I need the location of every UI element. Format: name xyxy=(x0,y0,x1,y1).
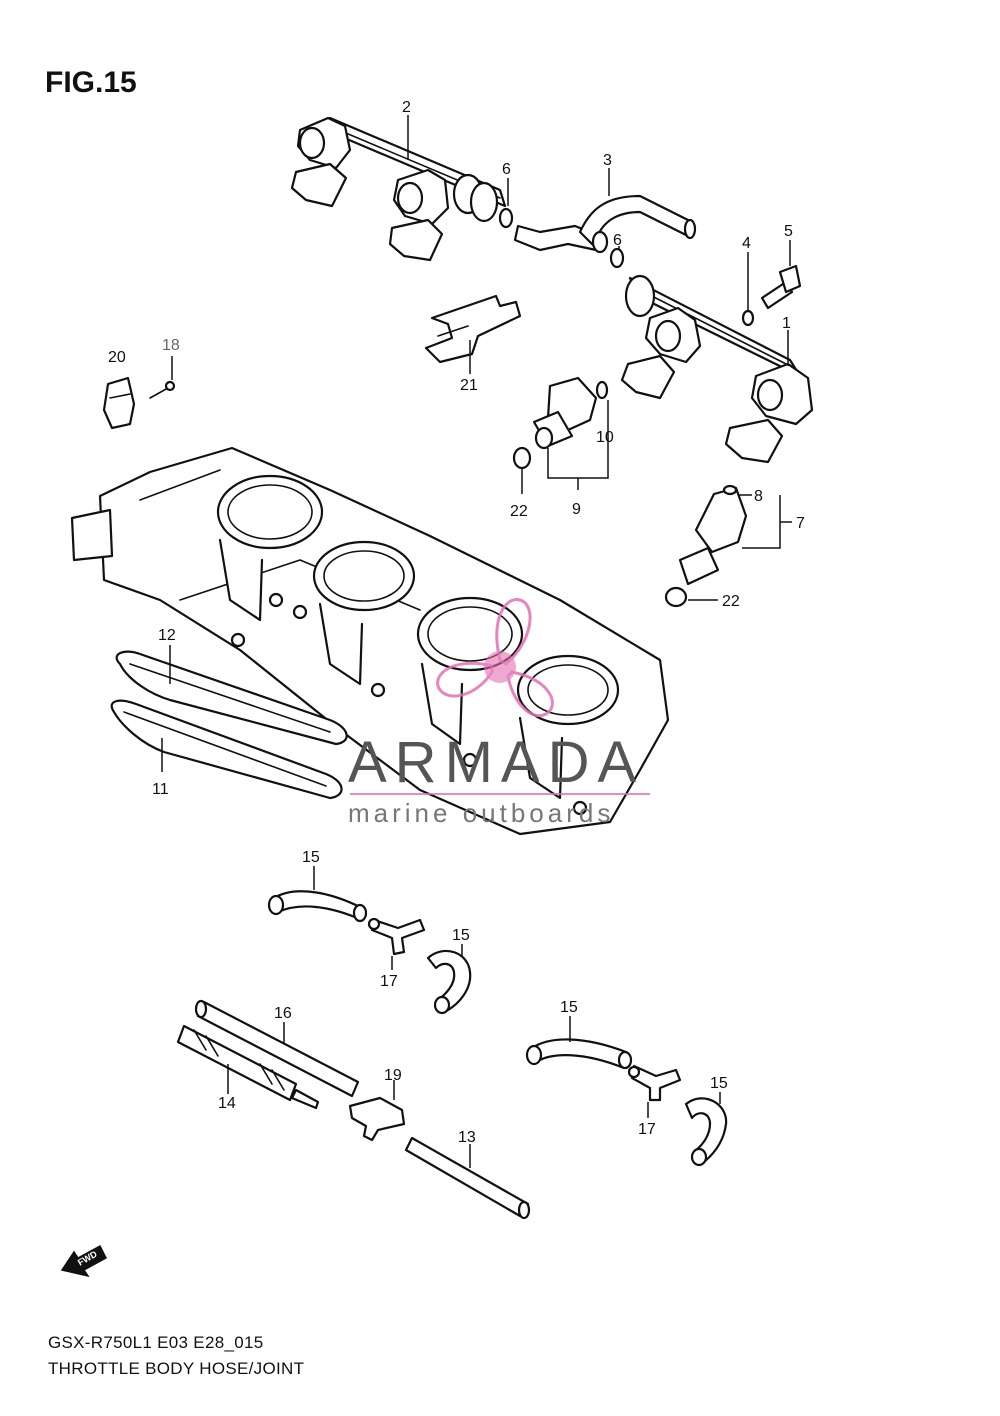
fuel-injector-icon xyxy=(678,486,748,586)
callout-22b: 22 xyxy=(722,593,740,610)
o-ring-icon xyxy=(595,380,609,400)
callout-4: 4 xyxy=(742,235,751,252)
callout-13: 13 xyxy=(458,1129,476,1146)
fuel-rail-upper-icon xyxy=(290,116,507,262)
callout-5: 5 xyxy=(784,223,793,240)
callout-12: 12 xyxy=(158,627,176,644)
figure-name: THROTTLE BODY HOSE/JOINT xyxy=(48,1359,304,1378)
callout-17b: 17 xyxy=(638,1121,656,1138)
bolt-icon xyxy=(760,264,802,310)
callout-8: 8 xyxy=(754,488,763,505)
seal-icon xyxy=(664,586,688,608)
filter-hose-icon xyxy=(176,1024,320,1110)
callout-3: 3 xyxy=(603,152,612,169)
callout-9: 9 xyxy=(572,501,581,518)
fuel-rail-lower-icon xyxy=(620,274,814,464)
sensor-icon xyxy=(102,376,136,430)
callout-1: 1 xyxy=(782,315,791,332)
hose-icon xyxy=(525,1038,633,1070)
watermark-tagline: marine outboards xyxy=(348,798,614,828)
o-ring-icon xyxy=(498,207,514,229)
o-ring-icon xyxy=(722,484,738,496)
gasket-icon xyxy=(115,650,348,746)
o-ring-icon xyxy=(609,247,625,269)
callout-7: 7 xyxy=(796,515,805,532)
figure-code: GSX-R750L1 E03 E28_015 xyxy=(48,1333,263,1352)
callout-15a: 15 xyxy=(302,849,320,866)
callout-20: 20 xyxy=(108,349,126,366)
hose-icon xyxy=(267,890,368,923)
watermark-name: ARMADA xyxy=(348,730,644,795)
joint-icon xyxy=(367,917,426,956)
callout-10: 10 xyxy=(596,429,614,446)
hose-icon xyxy=(684,1097,728,1167)
hose-icon xyxy=(404,1136,531,1220)
callout-11: 11 xyxy=(152,781,169,798)
callout-14: 14 xyxy=(218,1095,236,1112)
callout-22a: 22 xyxy=(510,503,528,520)
callout-15c: 15 xyxy=(560,999,578,1016)
screw-icon xyxy=(149,380,176,399)
fwd-arrow-icon: FWD xyxy=(60,1244,107,1278)
hose-icon xyxy=(194,999,360,1098)
fuel-injector-icon xyxy=(532,376,598,450)
throttle-body-icon xyxy=(70,446,670,836)
washer-icon xyxy=(741,309,755,327)
callout-16: 16 xyxy=(274,1005,292,1022)
gasket-icon xyxy=(110,699,343,800)
seal-icon xyxy=(512,446,532,470)
figure-title: FIG.15 xyxy=(45,66,137,99)
callout-6b: 6 xyxy=(613,232,622,249)
watermark-logo-icon xyxy=(436,598,554,718)
callout-6a: 6 xyxy=(502,161,511,178)
fuel-connector-pipe-icon xyxy=(513,194,697,254)
callout-18: 18 xyxy=(162,337,180,354)
callout-19: 19 xyxy=(384,1067,402,1084)
callout-17a: 17 xyxy=(380,973,398,990)
callout-21: 21 xyxy=(460,377,478,394)
joint-icon xyxy=(348,1096,406,1142)
clip-icon xyxy=(424,294,522,364)
callout-15d: 15 xyxy=(710,1075,728,1092)
hose-icon xyxy=(426,949,472,1015)
callout-15b: 15 xyxy=(452,927,470,944)
joint-icon xyxy=(627,1064,682,1102)
callout-2: 2 xyxy=(402,99,411,116)
